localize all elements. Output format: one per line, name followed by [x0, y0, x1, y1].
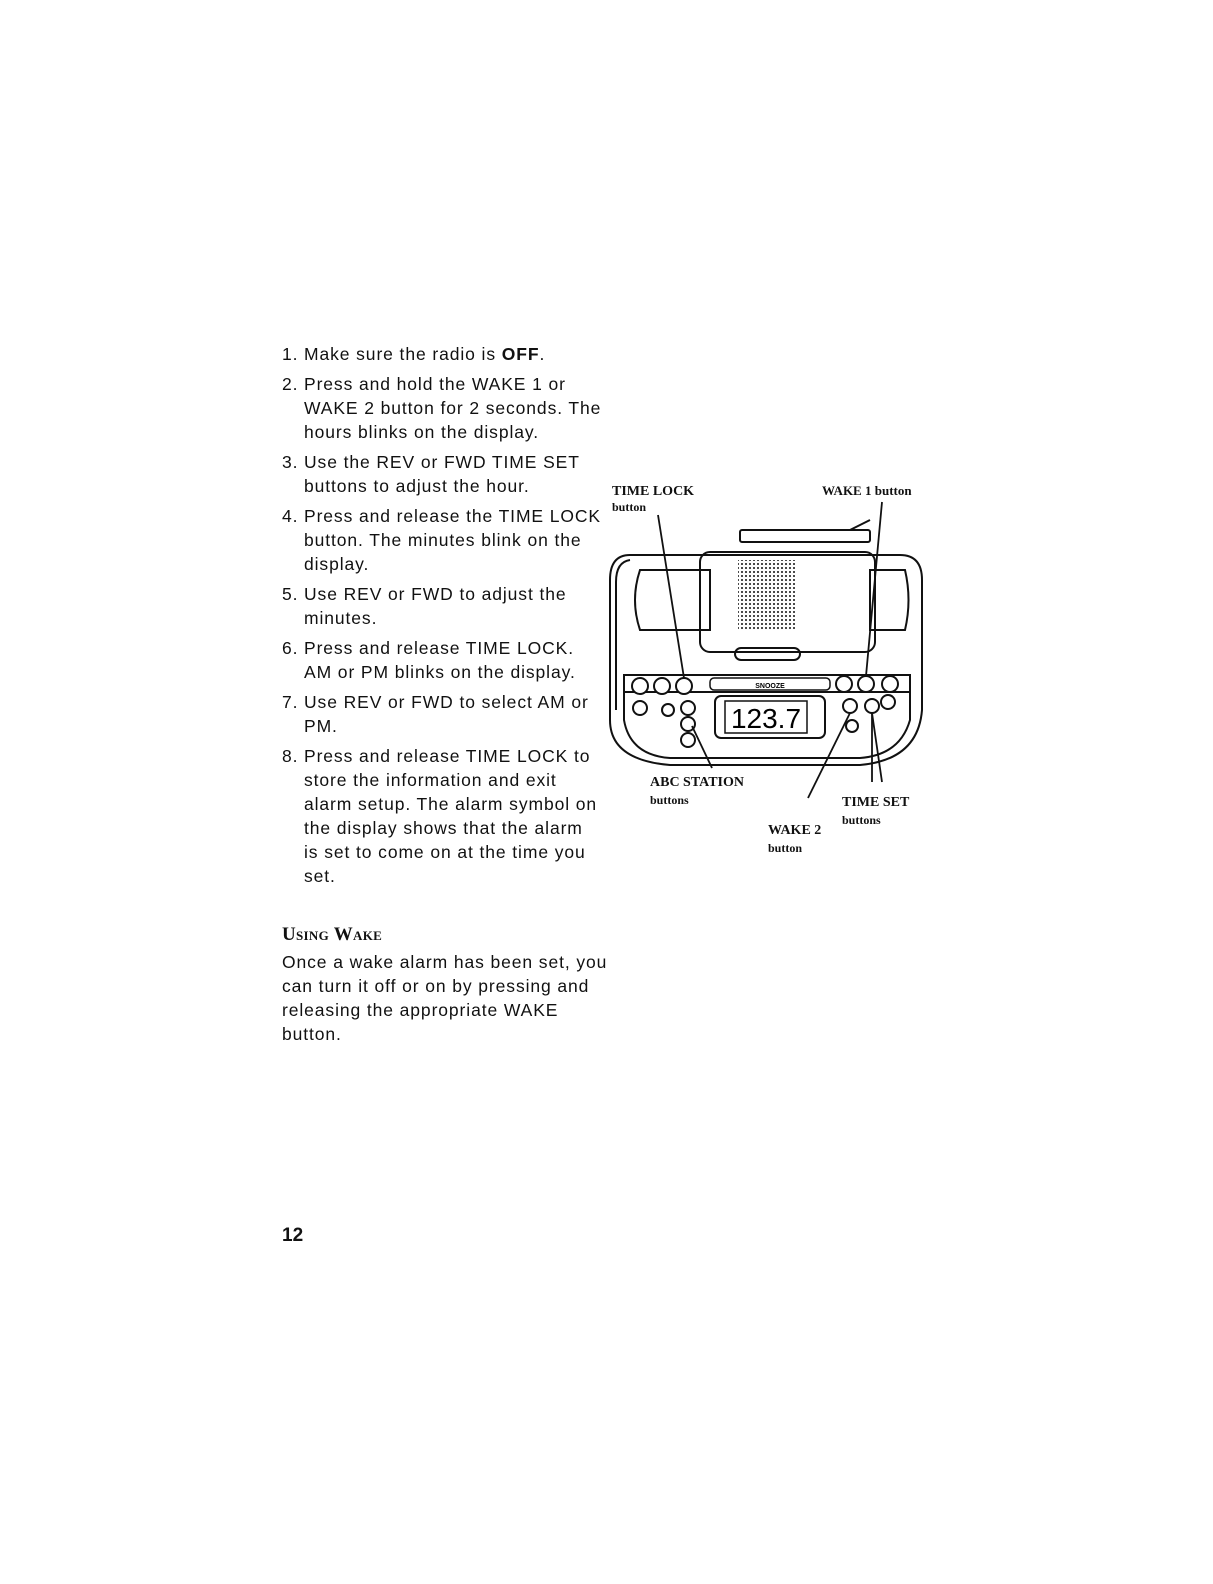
- snooze-bar[interactable]: SNOOZE: [709, 677, 831, 691]
- left-button[interactable]: [661, 703, 675, 717]
- step-4: 4. Press and release the TIME LOCK butto…: [282, 504, 602, 576]
- instruction-steps: 1. Make sure the radio is OFF. 2. Press …: [282, 342, 602, 894]
- step-8: 8. Press and release TIME LOCK to store …: [282, 744, 602, 888]
- label-abc-station-sub: buttons: [650, 793, 689, 807]
- abc-station-button-a[interactable]: [680, 700, 696, 716]
- left-button[interactable]: [631, 677, 649, 695]
- step-number: 8.: [282, 746, 299, 766]
- step-text: Use REV or FWD to adjust the minutes.: [304, 584, 567, 628]
- step-emphasis: OFF: [501, 344, 540, 364]
- label-wake-1: WAKE 1 button: [822, 483, 912, 498]
- label-wake-2-sub: button: [768, 841, 802, 855]
- step-text: Use the REV or FWD TIME SET buttons to a…: [304, 452, 580, 496]
- right-button[interactable]: [835, 675, 853, 693]
- callout-lines: [657, 501, 883, 799]
- step-number: 1.: [282, 344, 299, 364]
- step-number: 2.: [282, 374, 299, 394]
- label-time-set-sub: buttons: [842, 813, 881, 827]
- section-body: Once a wake alarm has been set, you can …: [282, 952, 608, 1044]
- right-button[interactable]: [881, 675, 899, 693]
- right-button[interactable]: [845, 719, 859, 733]
- wake-1-button[interactable]: [857, 675, 875, 693]
- wake-2-button[interactable]: [842, 698, 858, 714]
- label-abc-station: ABC STATION: [650, 775, 744, 790]
- step-text: Press and release TIME LOCK. AM or PM bl…: [304, 638, 576, 682]
- abc-station-button-b[interactable]: [680, 716, 696, 732]
- step-7: 7. Use REV or FWD to select AM or PM.: [282, 690, 602, 738]
- page-number: 12: [282, 1225, 304, 1246]
- step-text-end: .: [539, 344, 546, 364]
- antenna-illustration: [739, 519, 871, 543]
- step-text: Use REV or FWD to select AM or PM.: [304, 692, 589, 736]
- lcd-display: 123.7: [714, 695, 826, 739]
- left-buttons: [631, 677, 696, 748]
- step-text: Make sure the radio is: [304, 344, 502, 364]
- speaker-grille: [738, 560, 796, 630]
- step-number: 5.: [282, 584, 299, 604]
- step-text: Press and release TIME LOCK to store the…: [304, 746, 598, 886]
- section-title: Using Wake: [282, 924, 383, 945]
- time-set-fwd-button[interactable]: [880, 694, 896, 710]
- label-time-lock-sub: button: [612, 500, 646, 514]
- step-number: 6.: [282, 638, 299, 658]
- step-number: 4.: [282, 506, 299, 526]
- step-3: 3. Use the REV or FWD TIME SET buttons t…: [282, 450, 602, 498]
- left-button[interactable]: [653, 677, 671, 695]
- step-1: 1. Make sure the radio is OFF.: [282, 342, 602, 366]
- step-text: Press and release the TIME LOCK button. …: [304, 506, 602, 574]
- left-button[interactable]: [632, 700, 648, 716]
- clock-radio-diagram: SNOOZE 123.7: [609, 483, 923, 855]
- clock-radio-figure: SNOOZE 123.7: [600, 470, 940, 870]
- time-lock-button[interactable]: [675, 677, 693, 695]
- step-6: 6. Press and release TIME LOCK. AM or PM…: [282, 636, 602, 684]
- label-time-set: TIME SET: [842, 795, 910, 810]
- display-readout: 123.7: [731, 703, 801, 734]
- label-time-lock: TIME LOCK: [612, 484, 694, 499]
- step-5: 5. Use REV or FWD to adjust the minutes.: [282, 582, 602, 630]
- abc-station-button-c[interactable]: [680, 732, 696, 748]
- time-set-rev-button[interactable]: [864, 698, 880, 714]
- label-wake-2: WAKE 2: [768, 823, 821, 838]
- step-number: 7.: [282, 692, 299, 712]
- step-number: 3.: [282, 452, 299, 472]
- step-text: Press and hold the WAKE 1 or WAKE 2 butt…: [304, 374, 602, 442]
- step-2: 2. Press and hold the WAKE 1 or WAKE 2 b…: [282, 372, 602, 444]
- snooze-label: SNOOZE: [755, 683, 785, 690]
